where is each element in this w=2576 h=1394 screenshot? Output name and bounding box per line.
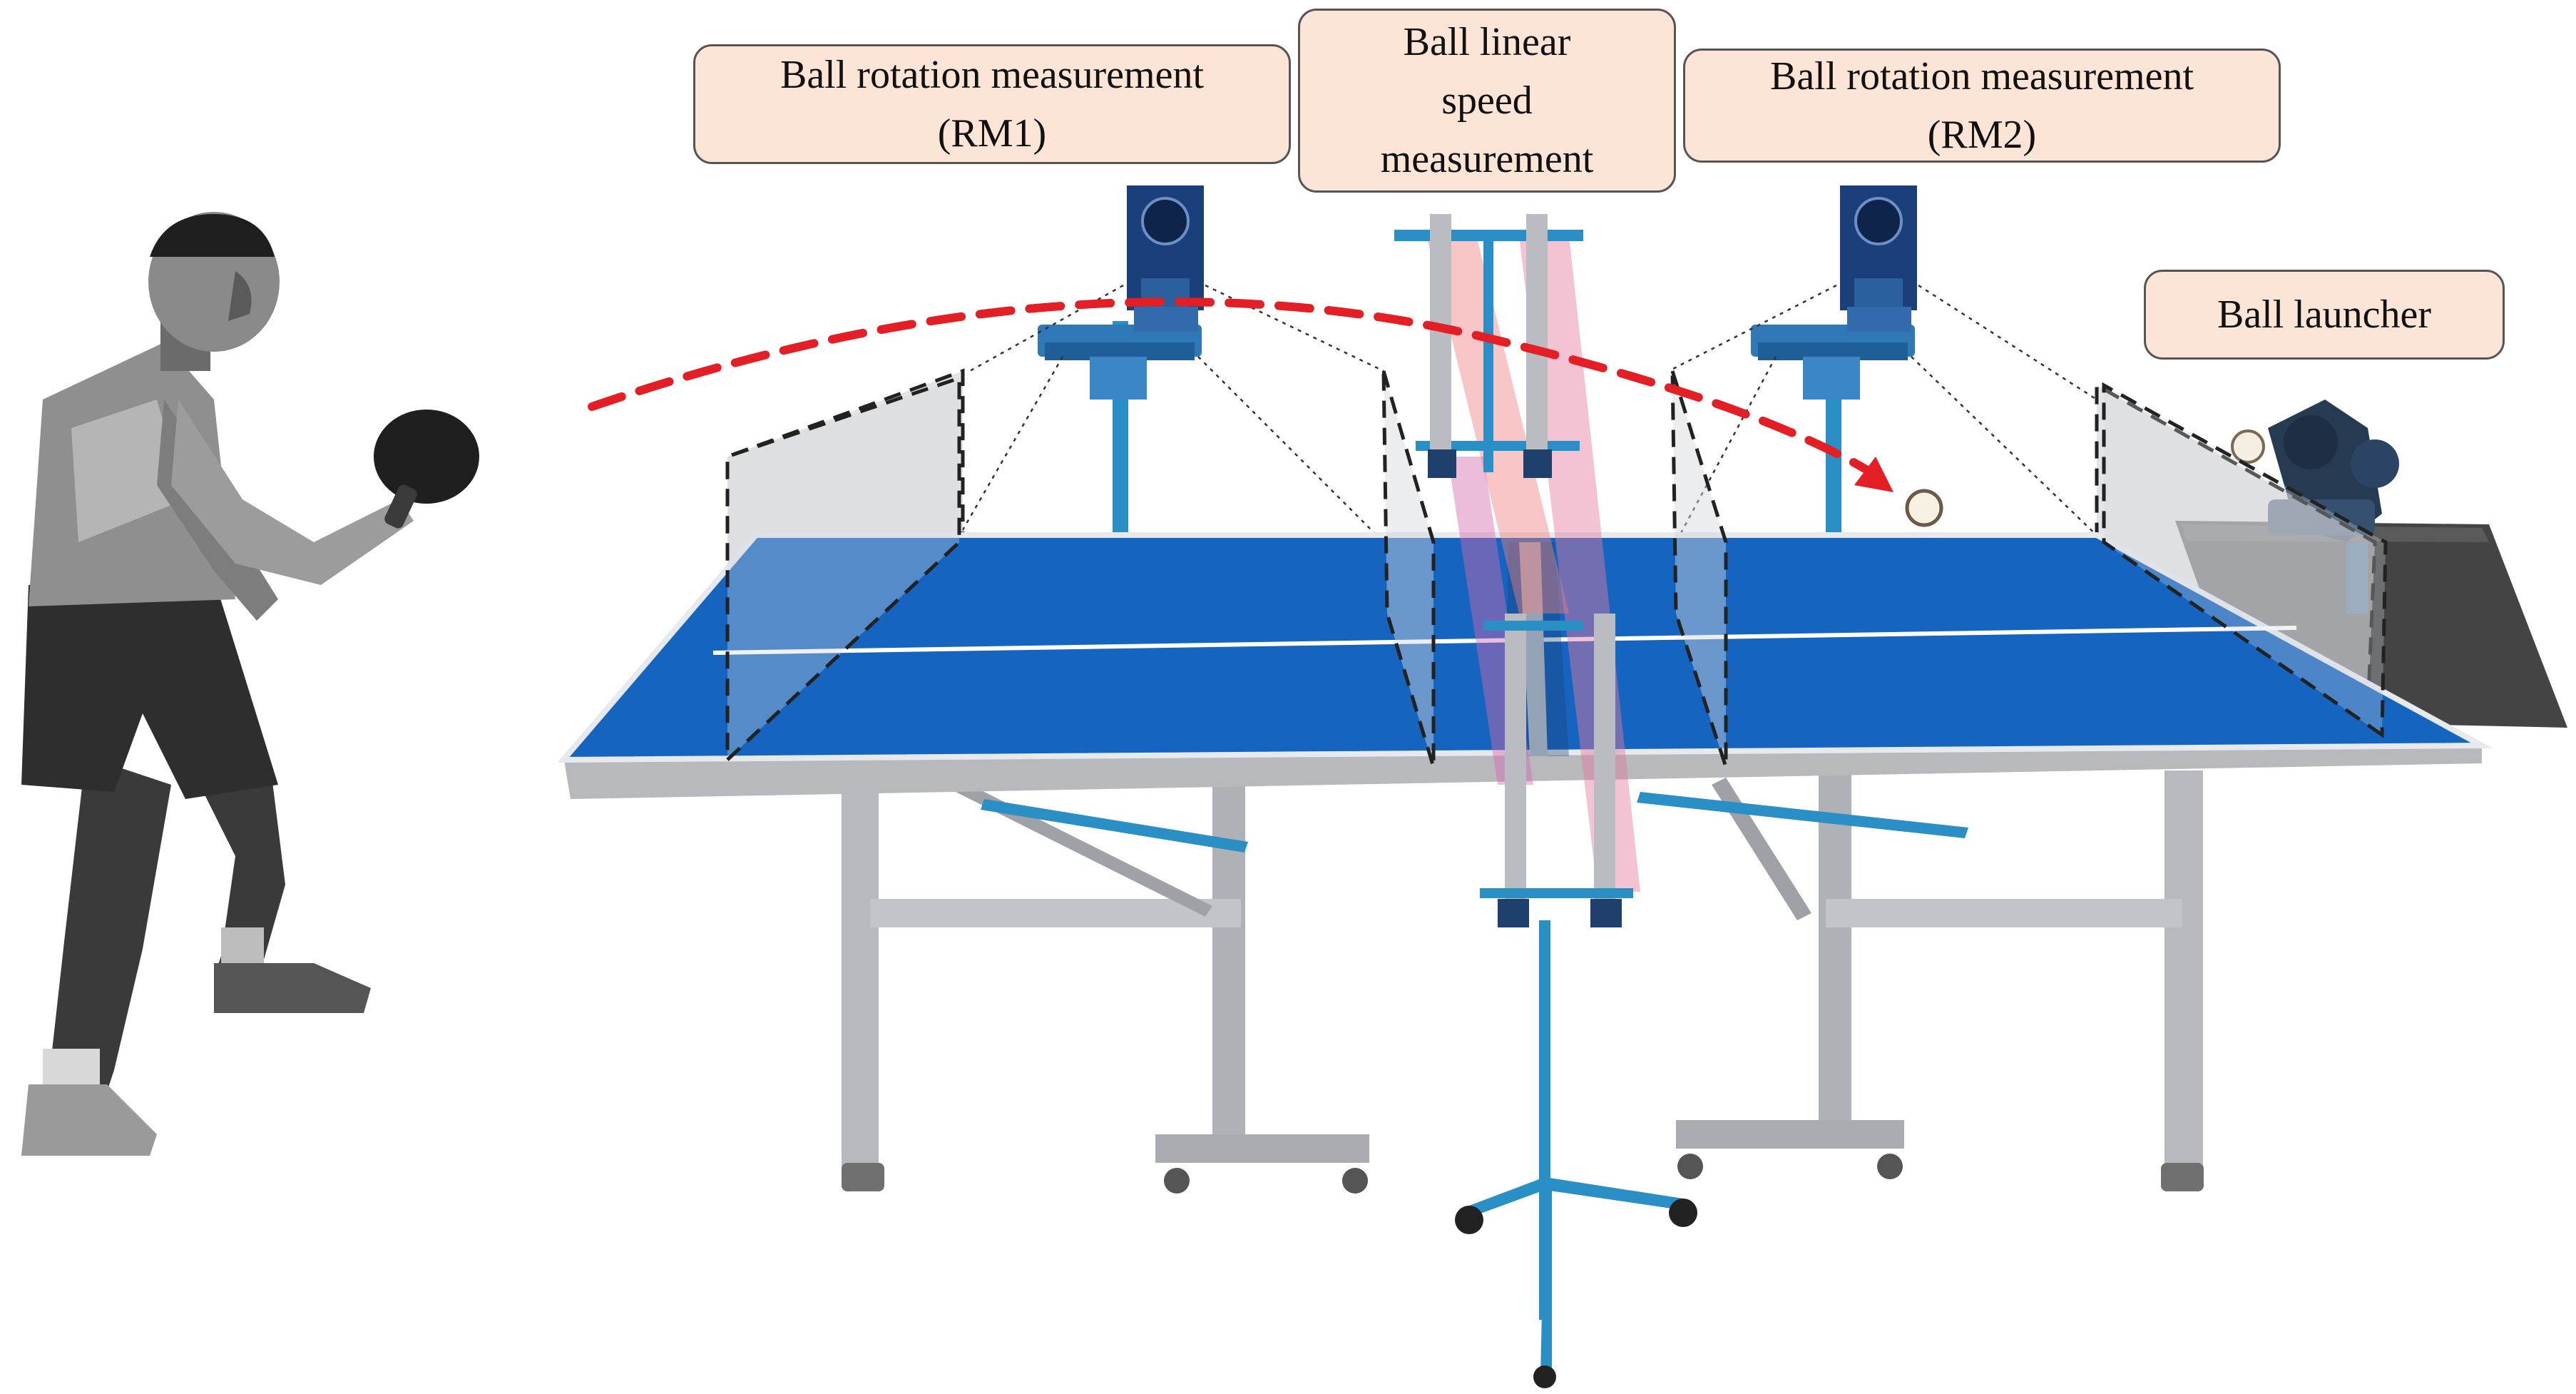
label-launcher-line1: Ball launcher [2217, 292, 2432, 337]
light-curtain-rm2-front [1670, 370, 2388, 768]
light-curtain-rm1-front [725, 370, 1436, 768]
label-linear-speed-measurement: Ball linear speed measurement [1298, 9, 1676, 193]
label-rm2-line2: (RM2) [1927, 113, 2037, 157]
label-rm1-line2: (RM1) [937, 111, 1047, 156]
rotation-camera-stand-rm1 [1038, 185, 1204, 535]
ball-trajectory [588, 297, 1893, 492]
label-rotation-measurement-rm1: Ball rotation measurement (RM1) [693, 44, 1291, 164]
label-linear-line1: Ball linear [1403, 20, 1571, 64]
camera-icon [1840, 185, 1917, 310]
table-tennis-player-icon [21, 212, 479, 1156]
label-linear-line3: measurement [1380, 137, 1594, 181]
linear-speed-stand [1394, 214, 1697, 1388]
label-rm1-line1: Ball rotation measurement [780, 53, 1205, 97]
label-rm2-line1: Ball rotation measurement [1769, 54, 2194, 98]
camera-icon [1127, 185, 1204, 310]
label-linear-line2: speed [1441, 78, 1533, 123]
rotation-camera-stand-rm2 [1751, 185, 1917, 535]
label-rotation-measurement-rm2: Ball rotation measurement (RM2) [1683, 49, 2281, 163]
light-curtain-rm2-back [2095, 382, 2377, 717]
ping-pong-ball-icon [1905, 489, 1943, 527]
table-frame [842, 770, 2204, 1194]
camera-field-of-view-lines [954, 284, 2105, 543]
label-ball-launcher: Ball launcher [2144, 270, 2505, 360]
